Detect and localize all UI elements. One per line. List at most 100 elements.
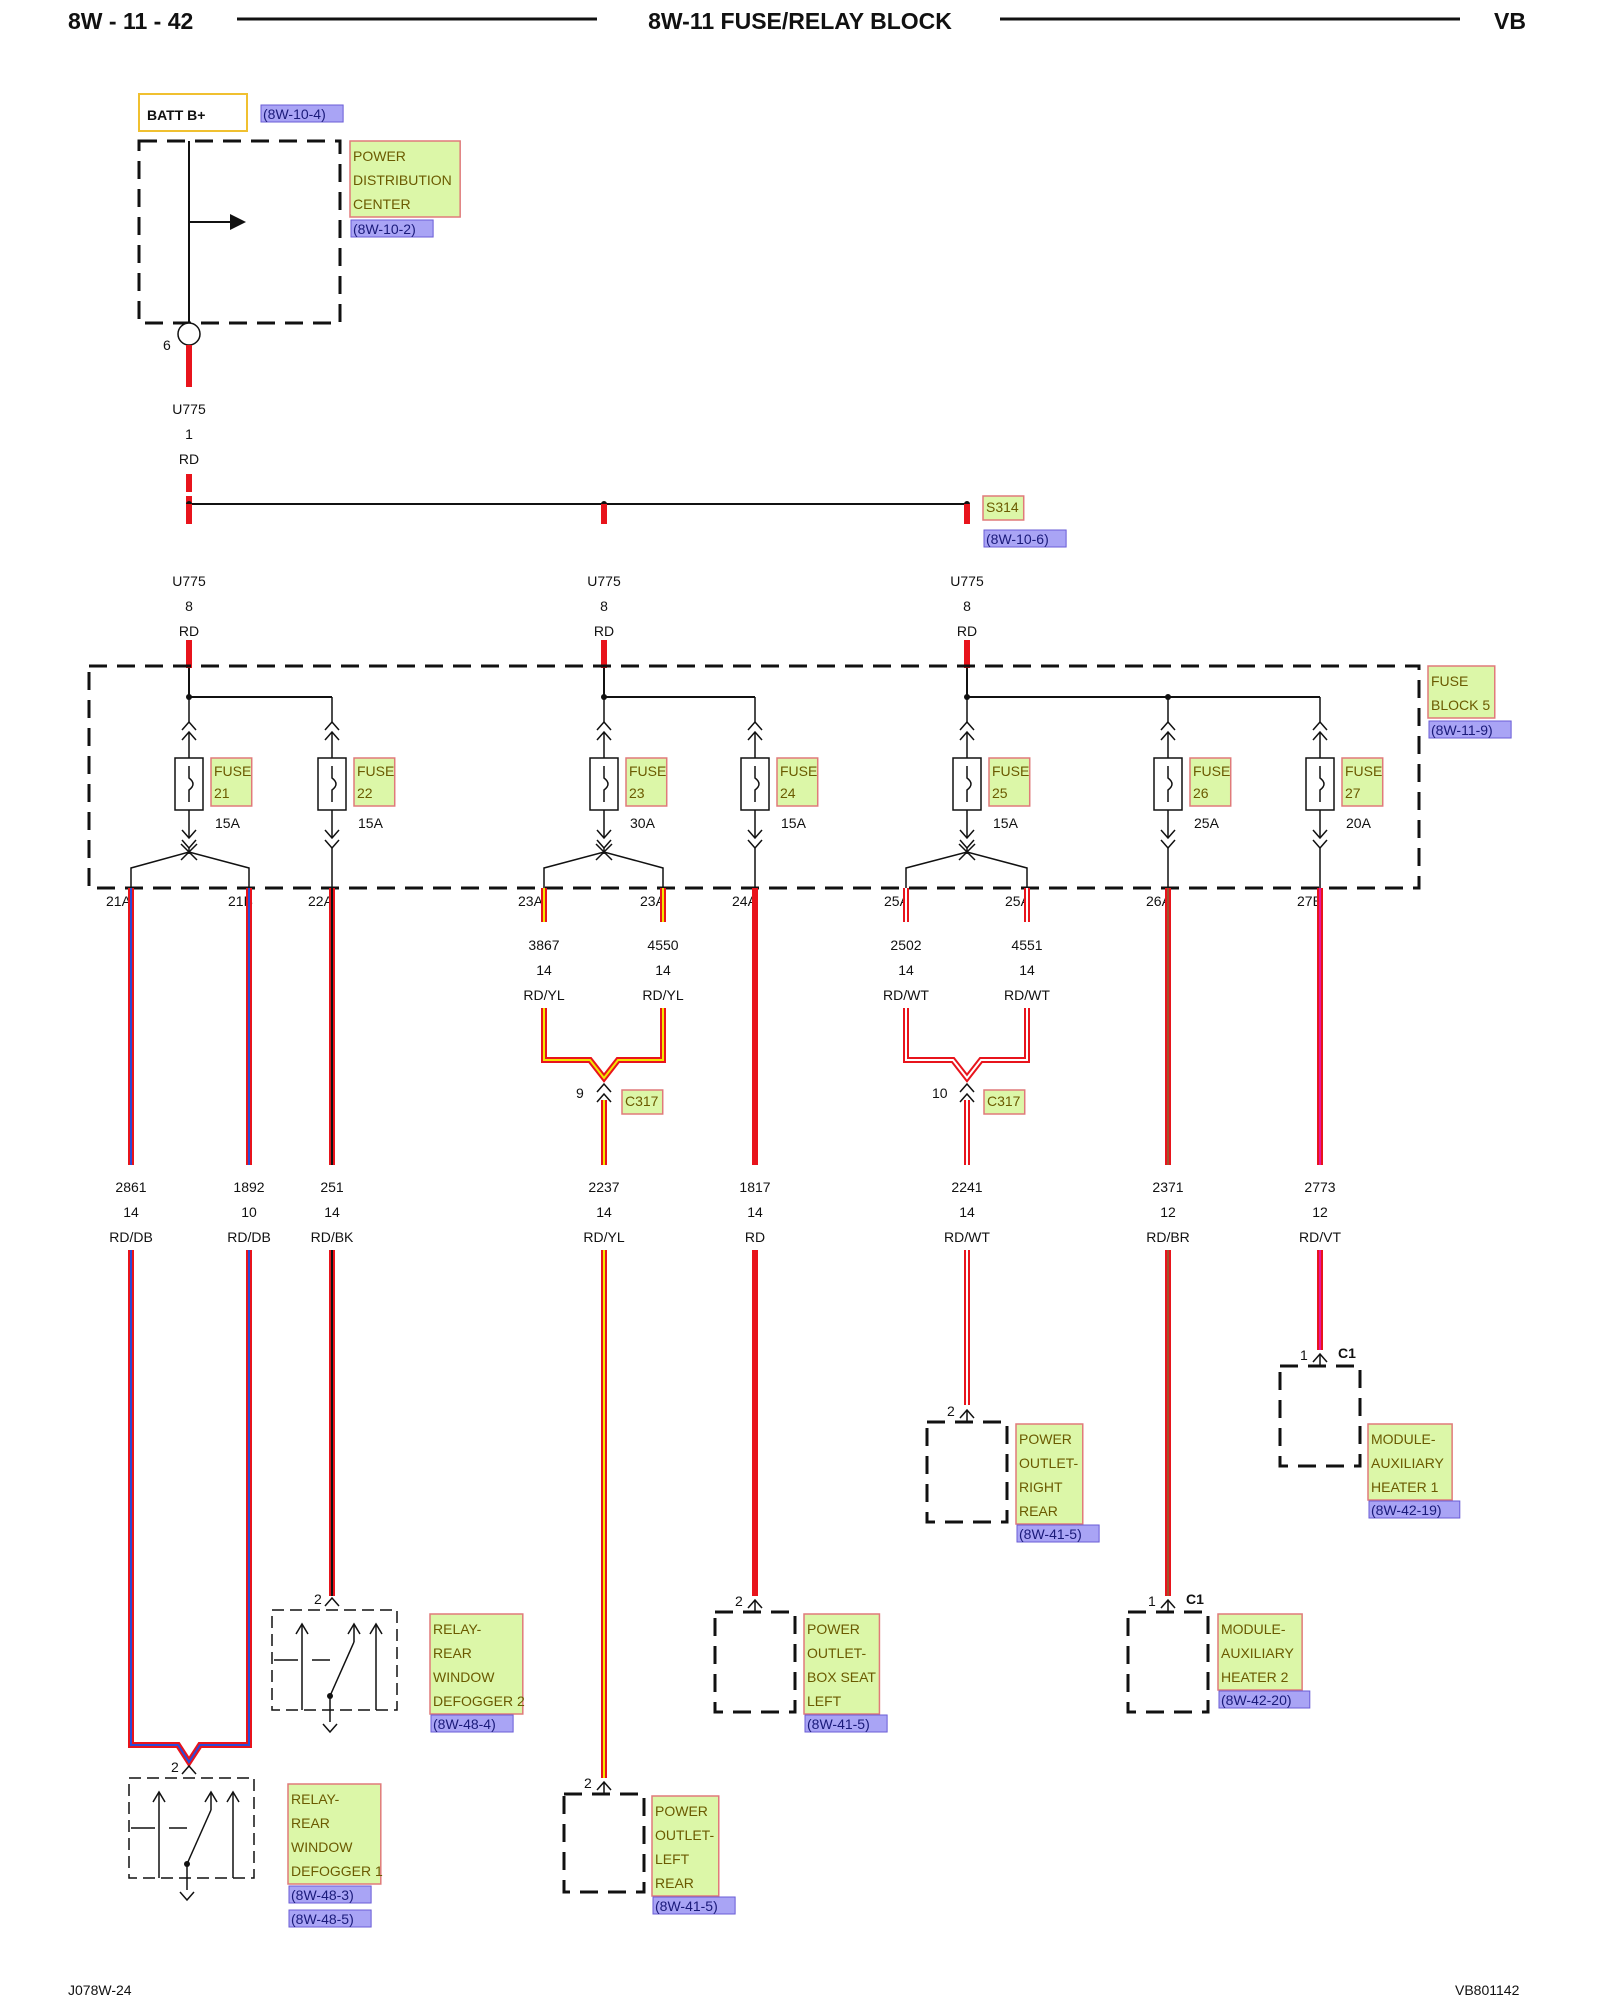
module-aux-heater-1-conn-name: C1 [1338, 1345, 1356, 1361]
relay-defogger-1-connector [181, 1764, 197, 1775]
wire-2861-circuit: 2861 [115, 1179, 146, 1195]
relay-defogger-2-label-line: DEFOGGER 2 [433, 1693, 525, 1709]
feed-0-color: RD [179, 623, 199, 639]
fuse-connector-top [1160, 720, 1176, 731]
wire-1892-color: RD/DB [227, 1229, 271, 1245]
wire-2773-color: RD/VT [1299, 1229, 1341, 1245]
page-title: 8W-11 FUSE/RELAY BLOCK [648, 8, 952, 34]
fuse-connector-bottom [1312, 839, 1328, 850]
relay-defogger-1-ref-1[interactable]: (8W-48-3) [291, 1887, 354, 1903]
power-outlet-box-seat-left-pin: 2 [735, 1593, 743, 1609]
power-outlet-box-seat-left-ref[interactable]: (8W-41-5) [807, 1716, 870, 1732]
fuse-23-label-line: 23 [629, 785, 645, 801]
fuse-21-label-box [210, 757, 253, 807]
feed-2-color: RD [957, 623, 977, 639]
relay-defogger-1-ref-1-box [288, 1885, 372, 1904]
relay-defogger-1-label-line: REAR [291, 1815, 330, 1831]
c317-label-10-line: C317 [987, 1093, 1021, 1109]
c317-connector-chevron [596, 1092, 612, 1103]
module-aux-heater-1-ref[interactable]: (8W-42-19) [1371, 1502, 1442, 1518]
relay-defogger-2-label-line: REAR [433, 1645, 472, 1661]
fuse-block-ref-link[interactable]: (8W-11-9) [1431, 722, 1493, 738]
relay-defogger-2-arrow [347, 1622, 361, 1635]
pin-label-23A: 23A [518, 893, 544, 909]
pdc-label-line: POWER [353, 148, 406, 164]
relay-defogger-1-label-line: DEFOGGER 1 [291, 1863, 383, 1879]
power-outlet-left-rear-label-line: REAR [655, 1875, 694, 1891]
module-aux-heater-2-label-line: AUXILIARY [1221, 1645, 1295, 1661]
pdc-ref-link[interactable]: (8W-10-2) [353, 221, 416, 237]
relay-defogger-2-connector [324, 1596, 340, 1607]
power-outlet-box-seat-left-label-box [803, 1613, 881, 1715]
module-aux-heater-2-conn-name: C1 [1186, 1591, 1204, 1607]
fuse-21-label-line: 21 [214, 785, 230, 801]
fuse-22-label-line: 22 [357, 785, 373, 801]
power-outlet-box-seat-left-label-line: OUTLET- [807, 1645, 866, 1661]
pdc-arrow-head [230, 214, 246, 230]
module-aux-heater-1-dashed-box [1278, 1364, 1362, 1468]
power-outlet-left-rear-pin: 2 [584, 1775, 592, 1791]
relay-defogger-1-label-line: RELAY- [291, 1791, 340, 1807]
fuse-25-rating: 15A [993, 815, 1019, 831]
pin-label-27B: 27B [1297, 893, 1322, 909]
power-outlet-left-rear-ref[interactable]: (8W-41-5) [655, 1898, 718, 1914]
fuse-23-body [589, 757, 619, 811]
batt-label: BATT B+ [147, 107, 205, 123]
module-aux-heater-2-label-box [1217, 1613, 1303, 1691]
c317-label-10-box [983, 1089, 1026, 1115]
footer-right: VB801142 [1455, 1982, 1520, 1998]
wire-u775-1-gauge: 1 [185, 426, 193, 442]
wire-2371-color: RD/BR [1146, 1229, 1190, 1245]
fuse-connector-bottom [747, 839, 763, 850]
fuse-25-element [966, 766, 972, 802]
fuse-24-element [754, 766, 760, 802]
power-outlet-right-rear-label-line: POWER [1019, 1431, 1072, 1447]
module-aux-heater-2-ref[interactable]: (8W-42-20) [1221, 1692, 1292, 1708]
wire-merge-c317-10-stripe [905, 1008, 1028, 1080]
pdc-label-line: CENTER [353, 196, 411, 212]
power-outlet-right-rear-label-box [1015, 1423, 1084, 1525]
fuse-22-label-line: FUSE [357, 763, 394, 779]
fuse-21-element [188, 766, 194, 802]
wire-2773-gauge: 12 [1312, 1204, 1328, 1220]
wire-u775-1-circuit: U775 [172, 401, 206, 417]
fuse-27-body [1305, 757, 1335, 811]
power-outlet-right-rear-ref[interactable]: (8W-41-5) [1019, 1526, 1082, 1542]
fuse-23-label-line: FUSE [629, 763, 666, 779]
feed-0-circuit: U775 [172, 573, 206, 589]
fuse-block-label-line: FUSE [1431, 673, 1468, 689]
batt-ref-link-box [260, 104, 344, 123]
fuse-connector-top [747, 720, 763, 731]
module-aux-heater-1-label-line: AUXILIARY [1371, 1455, 1445, 1471]
wire-251-gauge: 14 [324, 1204, 340, 1220]
c317-pin-10: 10 [932, 1085, 948, 1101]
relay-defogger-2-label-line: RELAY- [433, 1621, 482, 1637]
relay-defogger-1-dashed-box [128, 1777, 255, 1879]
module-aux-heater-1-label-line: MODULE- [1371, 1431, 1436, 1447]
pdc-ref-link-box [350, 219, 434, 238]
fuse-22-rating: 15A [358, 815, 384, 831]
fuse-26-label-line: 26 [1193, 785, 1209, 801]
module-aux-heater-1-label-box [1367, 1423, 1453, 1501]
fuse-connector-bottom [747, 829, 763, 840]
relay-defogger-2-ref[interactable]: (8W-48-4) [433, 1716, 496, 1732]
fuse-27-label-line: FUSE [1345, 763, 1382, 779]
power-outlet-right-rear-dashed-box [925, 1420, 1009, 1524]
fuse-24-rating: 15A [781, 815, 807, 831]
splice-ref-link[interactable]: (8W-10-6) [986, 531, 1049, 547]
fuse-22-element [331, 766, 337, 802]
power-outlet-right-rear-label-line: RIGHT [1019, 1479, 1063, 1495]
batt-ref-link[interactable]: (8W-10-4) [263, 106, 326, 122]
wire-1892-circuit: 1892 [233, 1179, 264, 1195]
power-outlet-left-rear-label-line: POWER [655, 1803, 708, 1819]
wire-2773-circuit: 2773 [1304, 1179, 1335, 1195]
relay-defogger-1-ref-2[interactable]: (8W-48-5) [291, 1911, 354, 1927]
splice-ref-link-box [983, 529, 1067, 548]
module-aux-heater-1-label-line: HEATER 1 [1371, 1479, 1439, 1495]
fuse-27-element [1319, 766, 1325, 802]
module-aux-heater-2-label-line: HEATER 2 [1221, 1669, 1289, 1685]
wire-2241-color: RD/WT [944, 1229, 990, 1245]
wire-4550-gauge: 14 [655, 962, 671, 978]
fuse-25-body [952, 757, 982, 811]
wire-4550-color: RD/YL [642, 987, 683, 1003]
